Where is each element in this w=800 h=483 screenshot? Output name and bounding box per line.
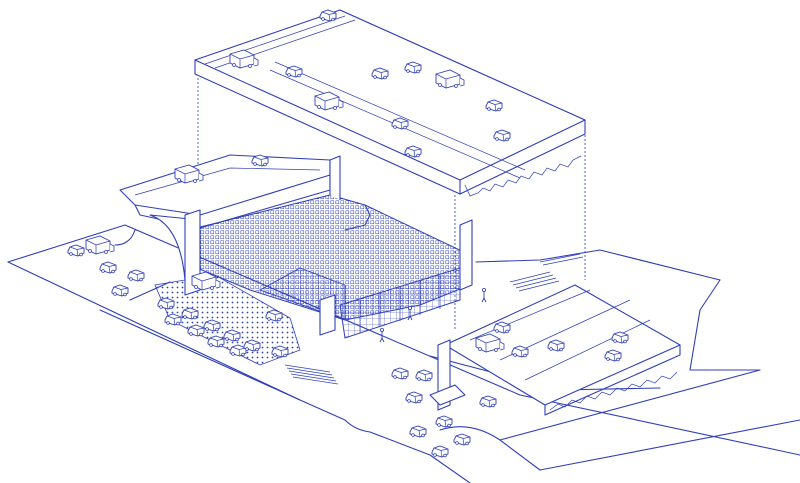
car-icon bbox=[271, 345, 289, 358]
car-icon bbox=[485, 99, 503, 112]
car-icon bbox=[187, 324, 205, 337]
pedestrians bbox=[379, 287, 487, 343]
car-icon bbox=[111, 284, 129, 297]
car-icon bbox=[181, 307, 199, 320]
car-icon bbox=[391, 117, 409, 130]
car-icon bbox=[391, 367, 409, 380]
car-icon bbox=[265, 309, 283, 322]
car-icon bbox=[493, 321, 511, 334]
elevated-highway-upper bbox=[194, 9, 586, 330]
crosswalk-south bbox=[284, 364, 339, 385]
car-icon bbox=[223, 329, 241, 342]
car-icon bbox=[127, 269, 145, 282]
car-icon bbox=[415, 369, 433, 382]
crosswalk-east bbox=[509, 253, 584, 292]
car-icon bbox=[435, 415, 453, 428]
pedestrian-icon bbox=[407, 305, 413, 321]
car-icon bbox=[371, 67, 389, 80]
car-icon bbox=[99, 261, 117, 274]
pedestrian-icon bbox=[379, 327, 385, 343]
van-icon bbox=[85, 235, 115, 255]
car-icon bbox=[604, 349, 622, 362]
car-icon bbox=[319, 9, 337, 22]
car-icon bbox=[547, 339, 565, 352]
car-icon bbox=[404, 61, 422, 74]
car-icon bbox=[164, 313, 182, 326]
car-icon bbox=[405, 391, 423, 404]
car-icon bbox=[511, 345, 529, 358]
car-icon bbox=[157, 297, 175, 310]
car-icon bbox=[251, 154, 269, 167]
pedestrian-icon bbox=[481, 287, 487, 303]
car-icon bbox=[611, 331, 629, 344]
car-icon bbox=[493, 129, 511, 142]
car-icon bbox=[207, 335, 225, 348]
car-icon bbox=[203, 319, 221, 332]
car-icon bbox=[67, 244, 85, 257]
terminal-building bbox=[184, 155, 473, 339]
car-icon bbox=[479, 395, 497, 408]
car-icon bbox=[243, 339, 261, 352]
car-icon bbox=[453, 433, 471, 446]
car-icon bbox=[285, 65, 303, 78]
car-icon bbox=[404, 145, 422, 158]
car-icon bbox=[409, 425, 427, 438]
car-icon bbox=[431, 445, 449, 458]
